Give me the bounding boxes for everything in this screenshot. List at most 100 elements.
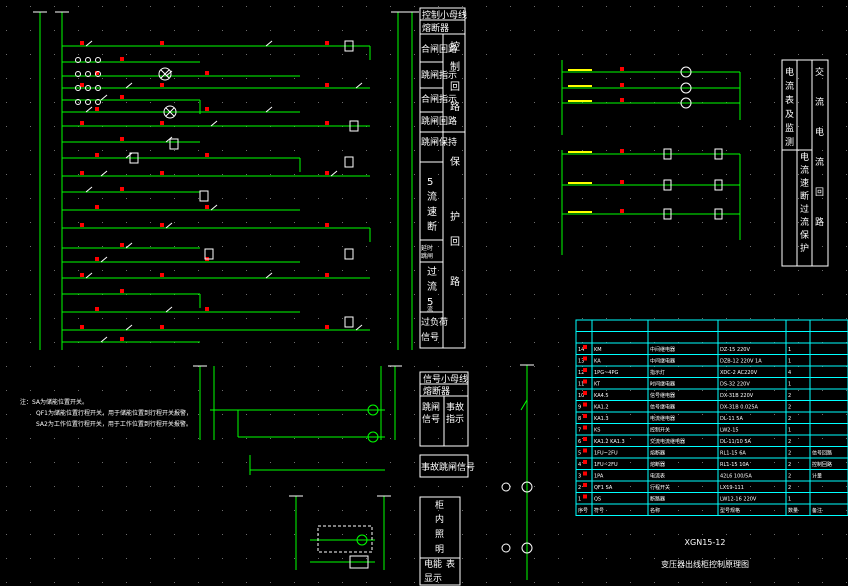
grid-dot	[390, 486, 391, 487]
grid-dot	[558, 342, 559, 343]
grid-dot	[750, 270, 751, 271]
label-right-hui: 回	[450, 81, 460, 93]
terminal-marker	[583, 460, 587, 464]
grid-dot	[6, 6, 7, 7]
table-cell: KA4.5	[594, 393, 609, 399]
terminal-marker	[205, 307, 209, 311]
grid-dot	[54, 270, 55, 271]
switch-terminal	[95, 57, 101, 63]
table-cell: XDC-2 AC220V	[720, 370, 758, 376]
grid-dot	[270, 6, 271, 7]
grid-dot	[702, 30, 703, 31]
ac-col2-char: 速	[800, 178, 809, 189]
table-cell: DS-32 220V	[720, 382, 750, 388]
grid-dot	[486, 558, 487, 559]
grid-dot	[78, 438, 79, 439]
grid-dot	[318, 54, 319, 55]
grid-dot	[54, 582, 55, 583]
current-relay	[714, 148, 723, 160]
grid-dot	[462, 414, 463, 415]
label-display: 显示	[424, 573, 442, 584]
grid-dot	[198, 390, 199, 391]
grid-dot	[6, 486, 7, 487]
grid-dot	[486, 78, 487, 79]
grid-dot	[294, 54, 295, 55]
grid-dot	[462, 270, 463, 271]
grid-dot	[822, 534, 823, 535]
ac-col3-char: 回	[815, 187, 824, 198]
grid-dot	[654, 198, 655, 199]
label-bright: 明	[435, 544, 444, 555]
grid-dot	[390, 558, 391, 559]
grid-dot	[798, 6, 799, 7]
grid-dot	[318, 486, 319, 487]
contact-switch	[210, 204, 218, 211]
grid-dot	[678, 126, 679, 127]
grid-dot	[822, 270, 823, 271]
grid-dot	[654, 30, 655, 31]
grid-dot	[438, 366, 439, 367]
grid-dot	[126, 558, 127, 559]
table-cell: 1	[578, 497, 581, 503]
grid-dot	[654, 390, 655, 391]
grid-dot	[30, 342, 31, 343]
grid-dot	[6, 102, 7, 103]
grid-dot	[798, 294, 799, 295]
grid-dot	[822, 582, 823, 583]
grid-dot	[606, 462, 607, 463]
grid-dot	[366, 6, 367, 7]
grid-dot	[486, 246, 487, 247]
grid-dot	[414, 150, 415, 151]
grid-dot	[534, 366, 535, 367]
label-signal-accident: 事故	[446, 401, 464, 413]
grid-dot	[558, 150, 559, 151]
grid-dot	[54, 294, 55, 295]
grid-dot	[150, 582, 151, 583]
grid-dot	[486, 390, 487, 391]
label-signal-indicate: 指示	[446, 413, 464, 425]
grid-dot	[462, 222, 463, 223]
terminal-marker	[205, 205, 209, 209]
grid-dot	[558, 54, 559, 55]
grid-dot	[750, 54, 751, 55]
grid-dot	[462, 582, 463, 583]
grid-dot	[366, 390, 367, 391]
grid-dot	[438, 486, 439, 487]
grid-dot	[774, 270, 775, 271]
grid-dot	[174, 150, 175, 151]
grid-dot	[606, 558, 607, 559]
contact-switch	[330, 170, 338, 177]
grid-dot	[390, 174, 391, 175]
contact-switch	[85, 272, 93, 279]
table-cell: 行程开关	[650, 484, 670, 491]
grid-dot	[750, 438, 751, 439]
switch-terminal	[95, 71, 101, 77]
label-overload: 过负荷	[421, 316, 448, 328]
grid-dot	[222, 54, 223, 55]
grid-dot	[678, 150, 679, 151]
relay-coil	[169, 138, 179, 150]
grid-dot	[438, 438, 439, 439]
grid-dot	[438, 174, 439, 175]
grid-dot	[342, 150, 343, 151]
switch-terminal	[95, 99, 101, 105]
label-trip-hold: 跳闸保持	[421, 136, 457, 148]
grid-dot	[774, 198, 775, 199]
grid-dot	[678, 30, 679, 31]
grid-dot	[486, 150, 487, 151]
table-cell: 1	[788, 497, 791, 503]
grid-dot	[366, 174, 367, 175]
grid-dot	[54, 6, 55, 7]
switch-terminal	[85, 99, 91, 105]
table-cell: KA1.2	[594, 405, 609, 411]
terminal-marker	[325, 325, 329, 329]
contact-switch	[210, 120, 218, 127]
grid-dot	[366, 534, 367, 535]
grid-dot	[126, 534, 127, 535]
table-cell: 计量	[812, 473, 822, 480]
grid-dot	[822, 30, 823, 31]
grid-dot	[606, 486, 607, 487]
grid-dot	[510, 174, 511, 175]
grid-dot	[414, 318, 415, 319]
